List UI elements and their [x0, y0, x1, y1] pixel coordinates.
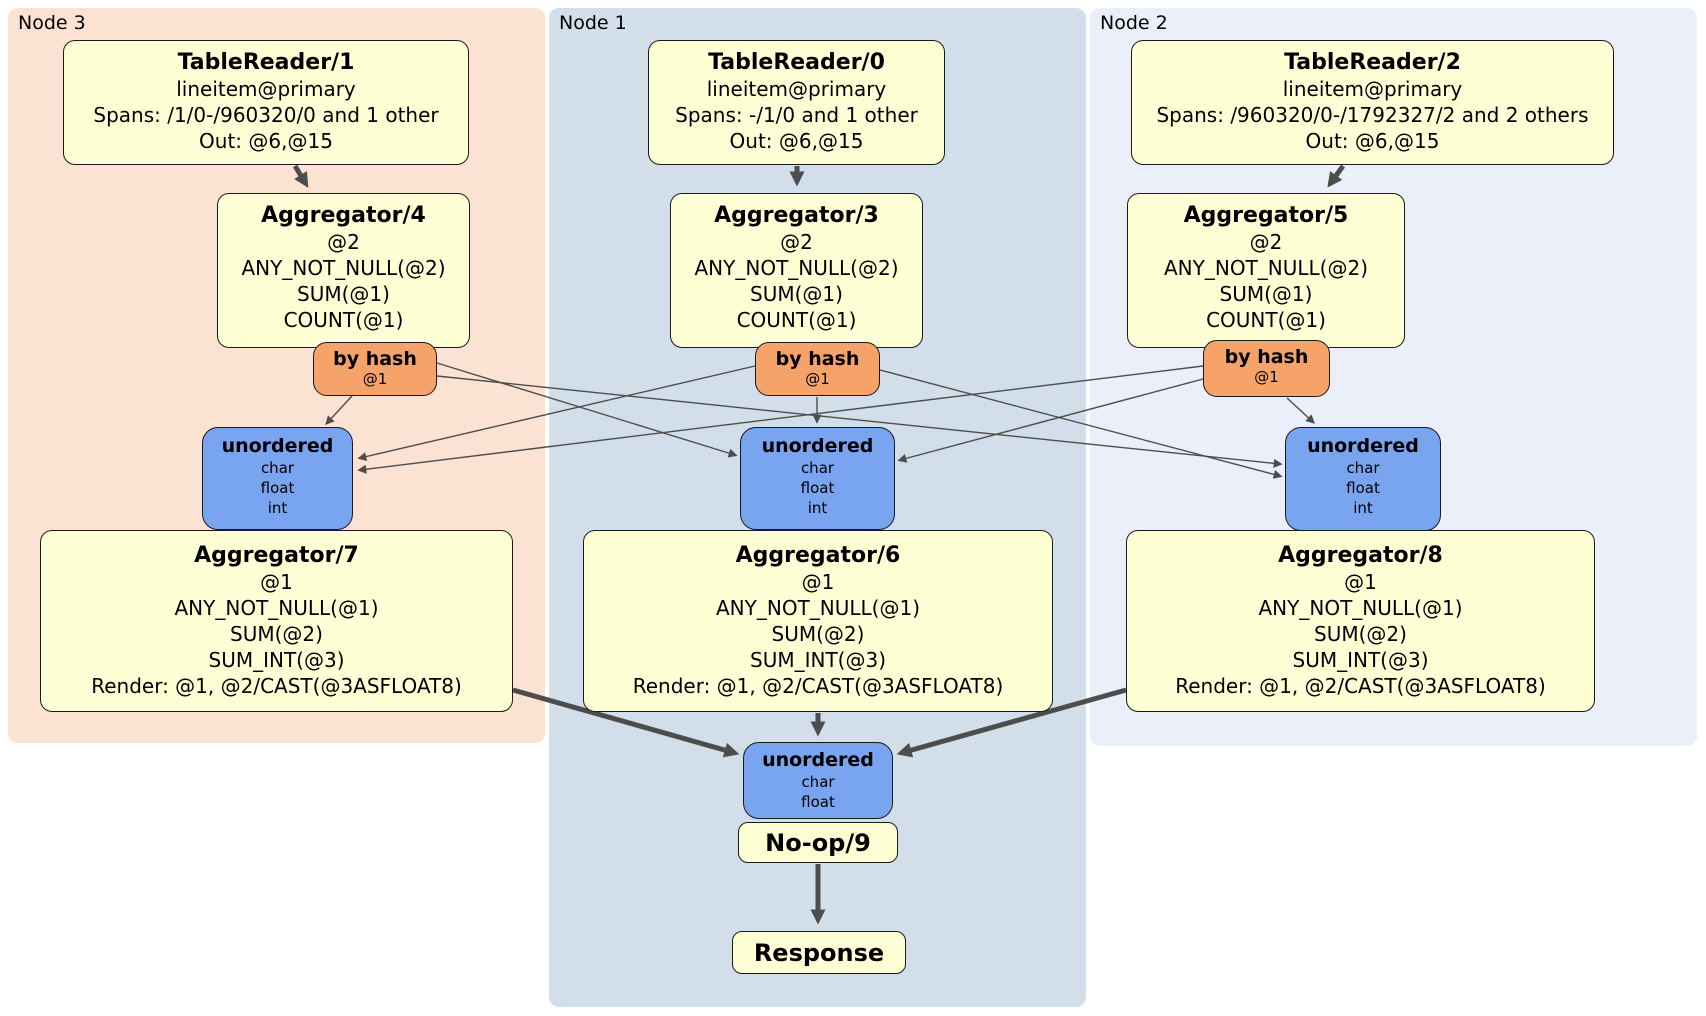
tablereader-0-box: TableReader/0 lineitem@primary Spans: -/… — [648, 40, 945, 165]
aggregator-7-title: Aggregator/7 — [194, 543, 359, 568]
aggregator-5-line: ANY_NOT_NULL(@2) — [1164, 256, 1368, 280]
unordered-sync-output-col: char — [801, 773, 835, 791]
aggregator-5-box: Aggregator/5 @2 ANY_NOT_NULL(@2) SUM(@1)… — [1127, 193, 1405, 348]
tablereader-1-spans: Spans: /1/0-/960320/0 and 1 other — [93, 103, 439, 127]
tablereader-0-spans: Spans: -/1/0 and 1 other — [675, 103, 918, 127]
unordered-sync-output-col: float — [801, 793, 835, 811]
unordered-sync-output-title: unordered — [762, 749, 874, 771]
unordered-sync-node3-col: char — [260, 459, 295, 477]
aggregator-4-box: Aggregator/4 @2 ANY_NOT_NULL(@2) SUM(@1)… — [217, 193, 470, 348]
by-hash-router-node1-key: @1 — [805, 370, 830, 388]
by-hash-router-node2-key: @1 — [1254, 368, 1279, 386]
tablereader-1-box: TableReader/1 lineitem@primary Spans: /1… — [63, 40, 469, 165]
aggregator-5-line: COUNT(@1) — [1206, 308, 1326, 332]
aggregator-3-line: SUM(@1) — [750, 282, 843, 306]
aggregator-7-line: SUM_INT(@3) — [208, 648, 345, 672]
tablereader-0-title: TableReader/0 — [708, 50, 885, 75]
aggregator-7-box: Aggregator/7 @1 ANY_NOT_NULL(@1) SUM(@2)… — [40, 530, 513, 712]
unordered-sync-node2-col: int — [1353, 499, 1373, 517]
aggregator-8-line: Render: @1, @2/CAST(@3ASFLOAT8) — [1175, 674, 1546, 698]
unordered-sync-node2-col: char — [1346, 459, 1380, 477]
aggregator-4-title: Aggregator/4 — [261, 203, 426, 228]
unordered-sync-node1-title: unordered — [761, 435, 874, 457]
response-box: Response — [732, 931, 906, 974]
aggregator-5-line: SUM(@1) — [1219, 282, 1313, 306]
aggregator-4-line: @2 — [327, 230, 360, 254]
unordered-sync-node2: unordered char float int — [1285, 427, 1441, 531]
aggregator-3-line: ANY_NOT_NULL(@2) — [694, 256, 899, 280]
aggregator-8-line: SUM(@2) — [1314, 622, 1407, 646]
unordered-sync-node3-col: int — [267, 499, 288, 517]
unordered-sync-node2-title: unordered — [1307, 435, 1419, 457]
aggregator-6-line: ANY_NOT_NULL(@1) — [716, 596, 920, 620]
aggregator-6-line: Render: @1, @2/CAST(@3ASFLOAT8) — [632, 674, 1004, 698]
unordered-sync-node3-title: unordered — [221, 435, 334, 457]
aggregator-8-line: SUM_INT(@3) — [1292, 648, 1429, 672]
node3-label: Node 3 — [18, 12, 86, 34]
node1-label: Node 1 — [559, 12, 627, 34]
by-hash-router-node1-title: by hash — [775, 348, 860, 370]
unordered-sync-output: unordered char float — [743, 742, 893, 819]
tablereader-1-index: lineitem@primary — [176, 77, 356, 101]
by-hash-router-node2: by hash @1 — [1203, 340, 1330, 397]
unordered-sync-node3-col: float — [260, 479, 295, 497]
aggregator-5-line: @2 — [1249, 230, 1283, 254]
tablereader-1-out: Out: @6,@15 — [199, 129, 333, 153]
response-title: Response — [753, 938, 885, 967]
aggregator-7-line: ANY_NOT_NULL(@1) — [174, 596, 379, 620]
tablereader-2-index: lineitem@primary — [1282, 77, 1463, 101]
unordered-sync-node1-col: int — [807, 499, 828, 517]
tablereader-0-index: lineitem@primary — [706, 77, 887, 101]
aggregator-8-line: ANY_NOT_NULL(@1) — [1258, 596, 1463, 620]
aggregator-7-line: Render: @1, @2/CAST(@3ASFLOAT8) — [91, 674, 462, 698]
by-hash-router-node3: by hash @1 — [313, 342, 437, 396]
aggregator-5-title: Aggregator/5 — [1183, 203, 1349, 228]
unordered-sync-node1: unordered char float int — [740, 427, 895, 530]
aggregator-6-line: SUM_INT(@3) — [750, 648, 886, 672]
aggregator-6-line: SUM(@2) — [771, 622, 865, 646]
aggregator-3-box: Aggregator/3 @2 ANY_NOT_NULL(@2) SUM(@1)… — [670, 193, 923, 348]
unordered-sync-node1-col: float — [800, 479, 835, 497]
tablereader-2-spans: Spans: /960320/0-/1792327/2 and 2 others — [1156, 103, 1589, 127]
tablereader-0-out: Out: @6,@15 — [729, 129, 864, 153]
tablereader-1-title: TableReader/1 — [177, 50, 355, 75]
by-hash-router-node2-title: by hash — [1224, 346, 1309, 368]
aggregator-4-line: COUNT(@1) — [283, 308, 404, 332]
aggregator-3-line: COUNT(@1) — [736, 308, 857, 332]
aggregator-7-line: @1 — [260, 570, 293, 594]
no-op-9-box: No-op/9 — [738, 822, 898, 863]
unordered-sync-node1-col: char — [800, 459, 835, 477]
aggregator-8-title: Aggregator/8 — [1278, 543, 1443, 568]
node2-label: Node 2 — [1100, 12, 1168, 34]
aggregator-3-line: @2 — [780, 230, 813, 254]
aggregator-3-title: Aggregator/3 — [714, 203, 879, 228]
by-hash-router-node1: by hash @1 — [755, 342, 880, 396]
aggregator-6-line: @1 — [801, 570, 835, 594]
tablereader-2-title: TableReader/2 — [1284, 50, 1461, 75]
aggregator-6-box: Aggregator/6 @1 ANY_NOT_NULL(@1) SUM(@2)… — [583, 530, 1053, 712]
tablereader-2-box: TableReader/2 lineitem@primary Spans: /9… — [1131, 40, 1614, 165]
aggregator-6-title: Aggregator/6 — [735, 543, 901, 568]
aggregator-8-box: Aggregator/8 @1 ANY_NOT_NULL(@1) SUM(@2)… — [1126, 530, 1595, 712]
aggregator-4-line: SUM(@1) — [297, 282, 390, 306]
aggregator-4-line: ANY_NOT_NULL(@2) — [241, 256, 446, 280]
no-op-9-title: No-op/9 — [765, 828, 871, 857]
by-hash-router-node3-title: by hash — [333, 348, 417, 370]
aggregator-7-line: SUM(@2) — [230, 622, 323, 646]
unordered-sync-node3: unordered char float int — [202, 427, 353, 530]
by-hash-router-node3-key: @1 — [362, 370, 388, 388]
aggregator-8-line: @1 — [1344, 570, 1377, 594]
unordered-sync-node2-col: float — [1346, 479, 1380, 497]
tablereader-2-out: Out: @6,@15 — [1305, 129, 1440, 153]
